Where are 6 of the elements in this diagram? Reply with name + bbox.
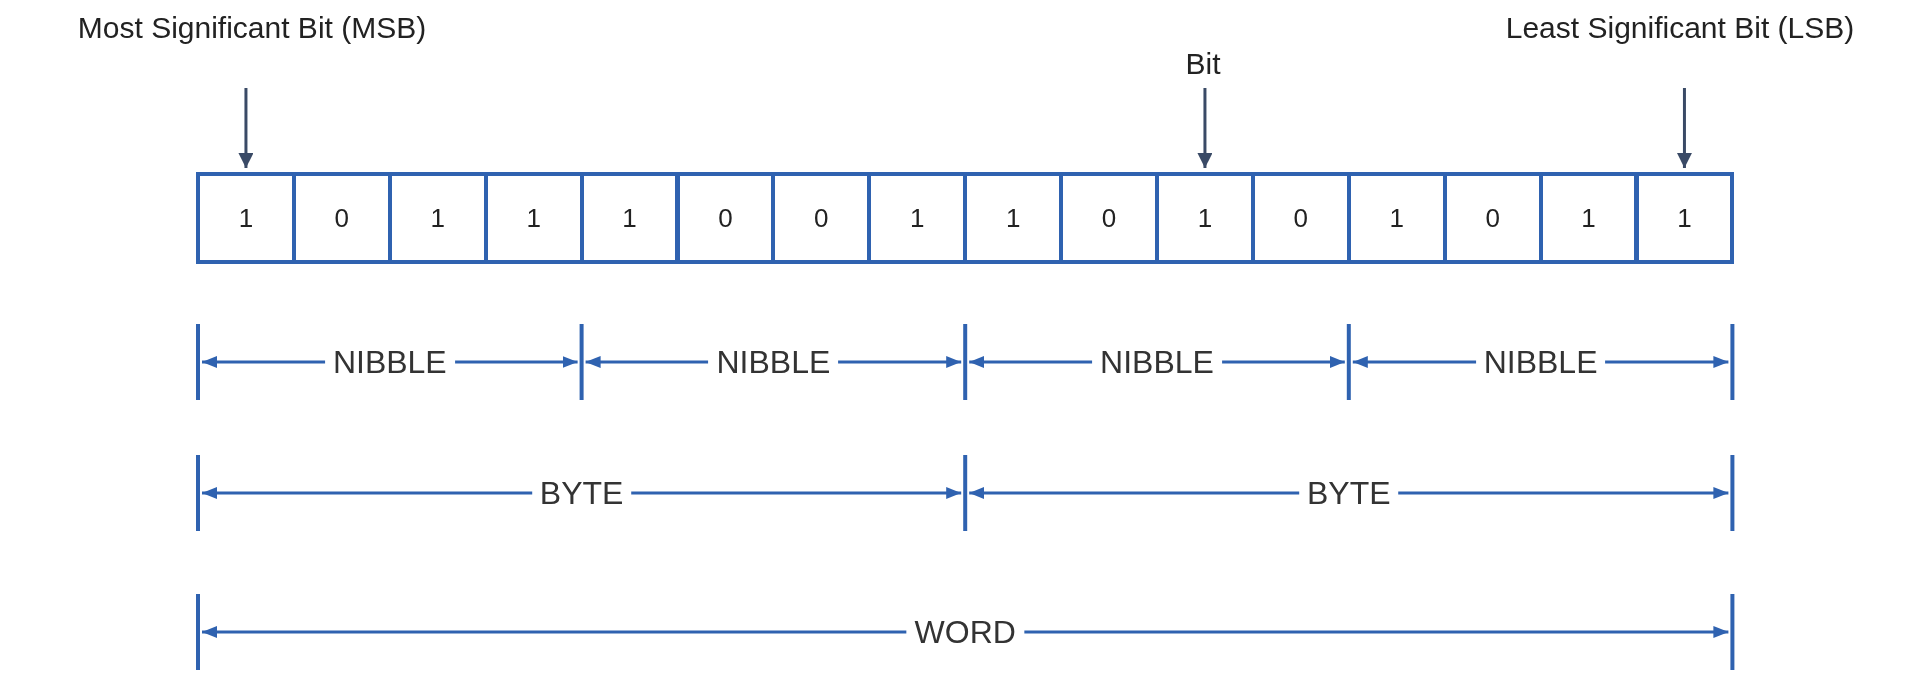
leader-arrow (1197, 88, 1213, 168)
leader-arrow (238, 88, 254, 168)
callout-text: Least Significant Bit (LSB) (1445, 10, 1915, 82)
callout-text: Most Significant Bit (MSB) (22, 10, 482, 82)
leader-arrow (1676, 88, 1692, 168)
callout-text: Bit (1153, 46, 1253, 82)
